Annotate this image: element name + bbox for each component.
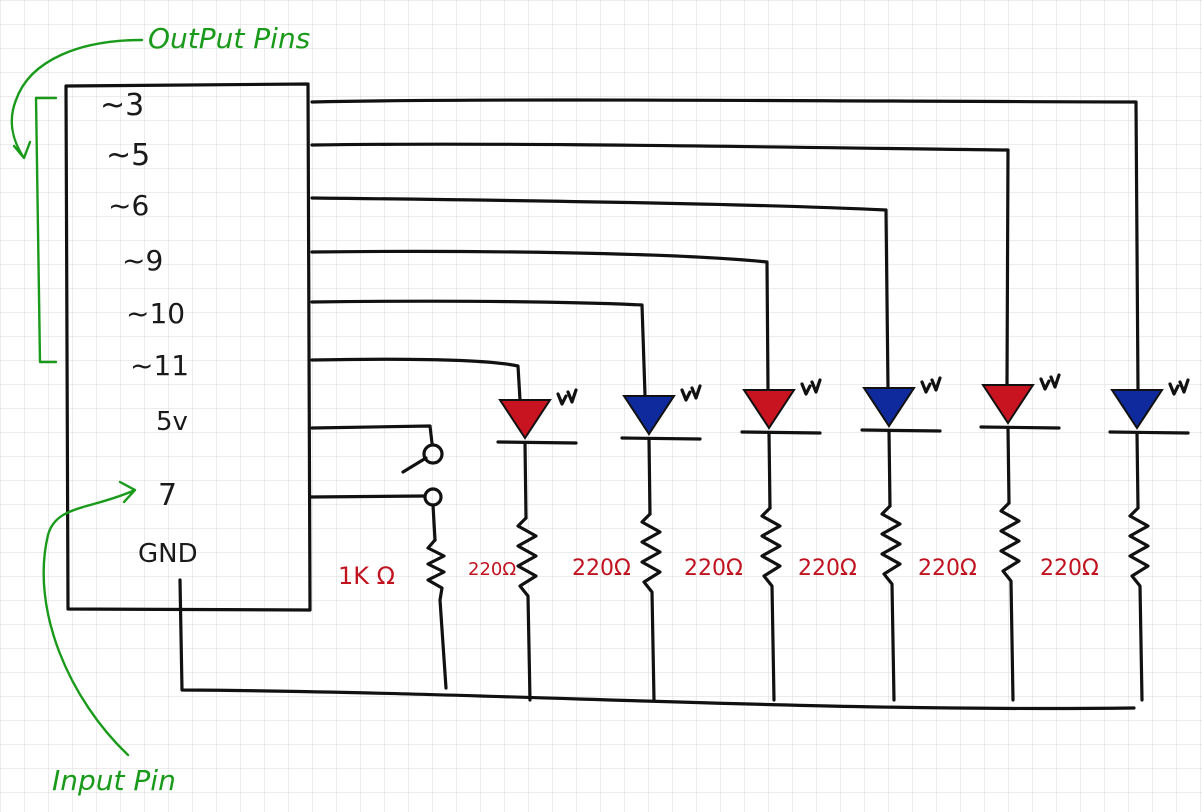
input-arrow [42,480,137,757]
led-3-resistor [760,506,782,702]
led-2-resistor-label: 220Ω [572,556,631,581]
wire-pin-11 [310,357,522,402]
led-3-body [742,389,796,430]
led-branches: 220Ω 220Ω 220Ω 220Ω 220Ω 220Ω [468,373,1190,702]
led-5-cathode [979,425,1061,430]
led-6-cathode [1108,430,1190,435]
led-3-resistor-label: 220Ω [684,556,743,581]
output-bracket [34,96,58,364]
led-6-body [1110,389,1164,430]
led-2-cathode [620,436,702,441]
led-2-wire [647,437,652,516]
wire-pin-7 [308,494,427,499]
push-button [401,443,444,542]
led-2-body [622,395,676,436]
arduino-board [64,82,312,612]
pulldown-resistor [426,538,448,690]
led-4-wire [887,429,892,508]
wire-pin-3 [310,98,1140,392]
led-1-body [498,399,552,440]
led-4-resistor-label: 220Ω [798,556,857,581]
led-1-resistor [516,516,538,702]
led-5-body [981,384,1035,425]
pin-label-10: ~10 [126,297,185,330]
led-2-resistor [640,512,662,702]
led-1-resistor-label: 220Ω [468,559,516,580]
pin-label-5v: 5v [156,407,188,437]
led-6-light-icon [1168,378,1190,396]
led-3-wire [767,431,772,510]
switch-lever [401,456,428,474]
wire-pin-10 [310,299,647,397]
led-2-light-icon [680,384,702,402]
pin-label-3: ~3 [100,88,144,123]
wire-pin-6 [310,196,890,390]
led-6-wire [1135,431,1140,510]
input-pin-annotation: Input Pin [52,764,176,797]
led-1-cathode [496,440,578,445]
led-6-resistor-label: 220Ω [1040,556,1099,581]
pin-wires [178,98,1140,711]
led-4-light-icon [920,376,942,394]
pulldown-resistor-label: 1K Ω [338,562,395,590]
led-1-wire [523,441,528,520]
led-1-light-icon [556,388,578,406]
wire-pin-9 [310,249,770,392]
led-4-body [862,387,916,428]
annotations: OutPut Pins Input Pin [10,22,310,797]
led-5-resistor-label: 220Ω [918,556,977,581]
wire-gnd [178,578,1136,711]
led-5-resistor [999,501,1021,702]
wire-5v [310,424,434,445]
pin-label-11: ~11 [130,349,189,382]
output-arrow [10,38,144,160]
pin-labels: ~3 ~5 ~6 ~9 ~10 ~11 5v 7 GND [100,88,198,569]
led-6-resistor [1128,506,1150,702]
pin-label-5: ~5 [106,138,150,173]
pin-label-7: 7 [158,478,177,513]
pin-label-9: ~9 [122,244,163,277]
pin-label-6: ~6 [108,189,149,222]
led-4-resistor [880,504,902,702]
led-4-cathode [860,428,942,433]
led-5-wire [1006,426,1011,505]
led-5-light-icon [1039,373,1061,391]
pin-label-gnd: GND [138,539,198,569]
output-pins-annotation: OutPut Pins [148,22,310,55]
led-3-light-icon [800,378,822,396]
wire-pin-5 [310,142,1010,387]
switch-contact-top [422,443,444,465]
led-3-cathode [740,430,822,435]
